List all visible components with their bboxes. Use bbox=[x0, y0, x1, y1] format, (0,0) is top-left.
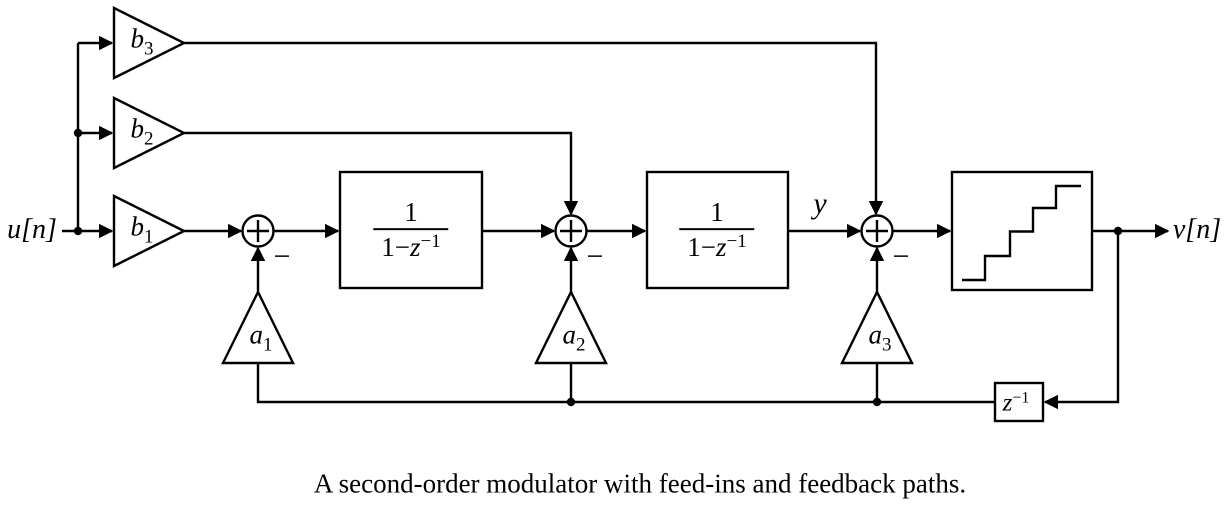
gain-a2-triangle bbox=[534, 289, 608, 365]
junction-dot-input bbox=[73, 226, 83, 236]
b3-output-wire bbox=[184, 41, 884, 216]
summer-1-minus-sign: − bbox=[273, 240, 291, 273]
feedback-main-wire bbox=[256, 363, 995, 404]
gain-a2-label: a2 bbox=[562, 319, 586, 356]
summer-3-minus-sign: − bbox=[892, 240, 910, 273]
summer-1-plus-icon bbox=[247, 220, 269, 242]
integrator-2-label: 1 1−z−1 bbox=[679, 198, 755, 262]
junction-dot-b2 bbox=[73, 128, 83, 138]
input-label: u[n] bbox=[7, 214, 57, 245]
gain-a1-triangle bbox=[221, 289, 295, 365]
gain-a1-label: a1 bbox=[249, 319, 273, 356]
delay-label: z−1 bbox=[1002, 389, 1030, 417]
gain-b3-label: b3 bbox=[130, 23, 154, 60]
gain-b1-label: b1 bbox=[130, 211, 154, 248]
figure-caption: A second-order modulator with feed-ins a… bbox=[313, 468, 967, 499]
gain-b3-triangle bbox=[112, 6, 187, 80]
output-label: v[n] bbox=[1172, 214, 1222, 245]
gain-a3-label: a3 bbox=[868, 319, 892, 356]
junction-dot-output bbox=[1113, 226, 1123, 236]
b2-output-wire bbox=[184, 131, 579, 216]
summer-3-plus-icon bbox=[866, 220, 888, 242]
quantizer-staircase-icon bbox=[962, 184, 1081, 282]
summer-2-minus-sign: − bbox=[586, 240, 604, 273]
integrator-1-label: 1 1−z−1 bbox=[373, 198, 449, 262]
gain-b2-label: b2 bbox=[130, 113, 154, 150]
summer-2-plus-icon bbox=[560, 220, 582, 242]
junction-dot-a3 bbox=[872, 397, 882, 407]
feedback-down-wire bbox=[1043, 231, 1120, 410]
delay-block bbox=[993, 381, 1045, 423]
gain-a3-triangle bbox=[840, 289, 914, 365]
gain-b2-triangle bbox=[112, 96, 187, 170]
junction-dot-a2 bbox=[566, 397, 576, 407]
gain-b1-triangle bbox=[112, 194, 187, 268]
integrator-output-label: y bbox=[813, 187, 827, 220]
